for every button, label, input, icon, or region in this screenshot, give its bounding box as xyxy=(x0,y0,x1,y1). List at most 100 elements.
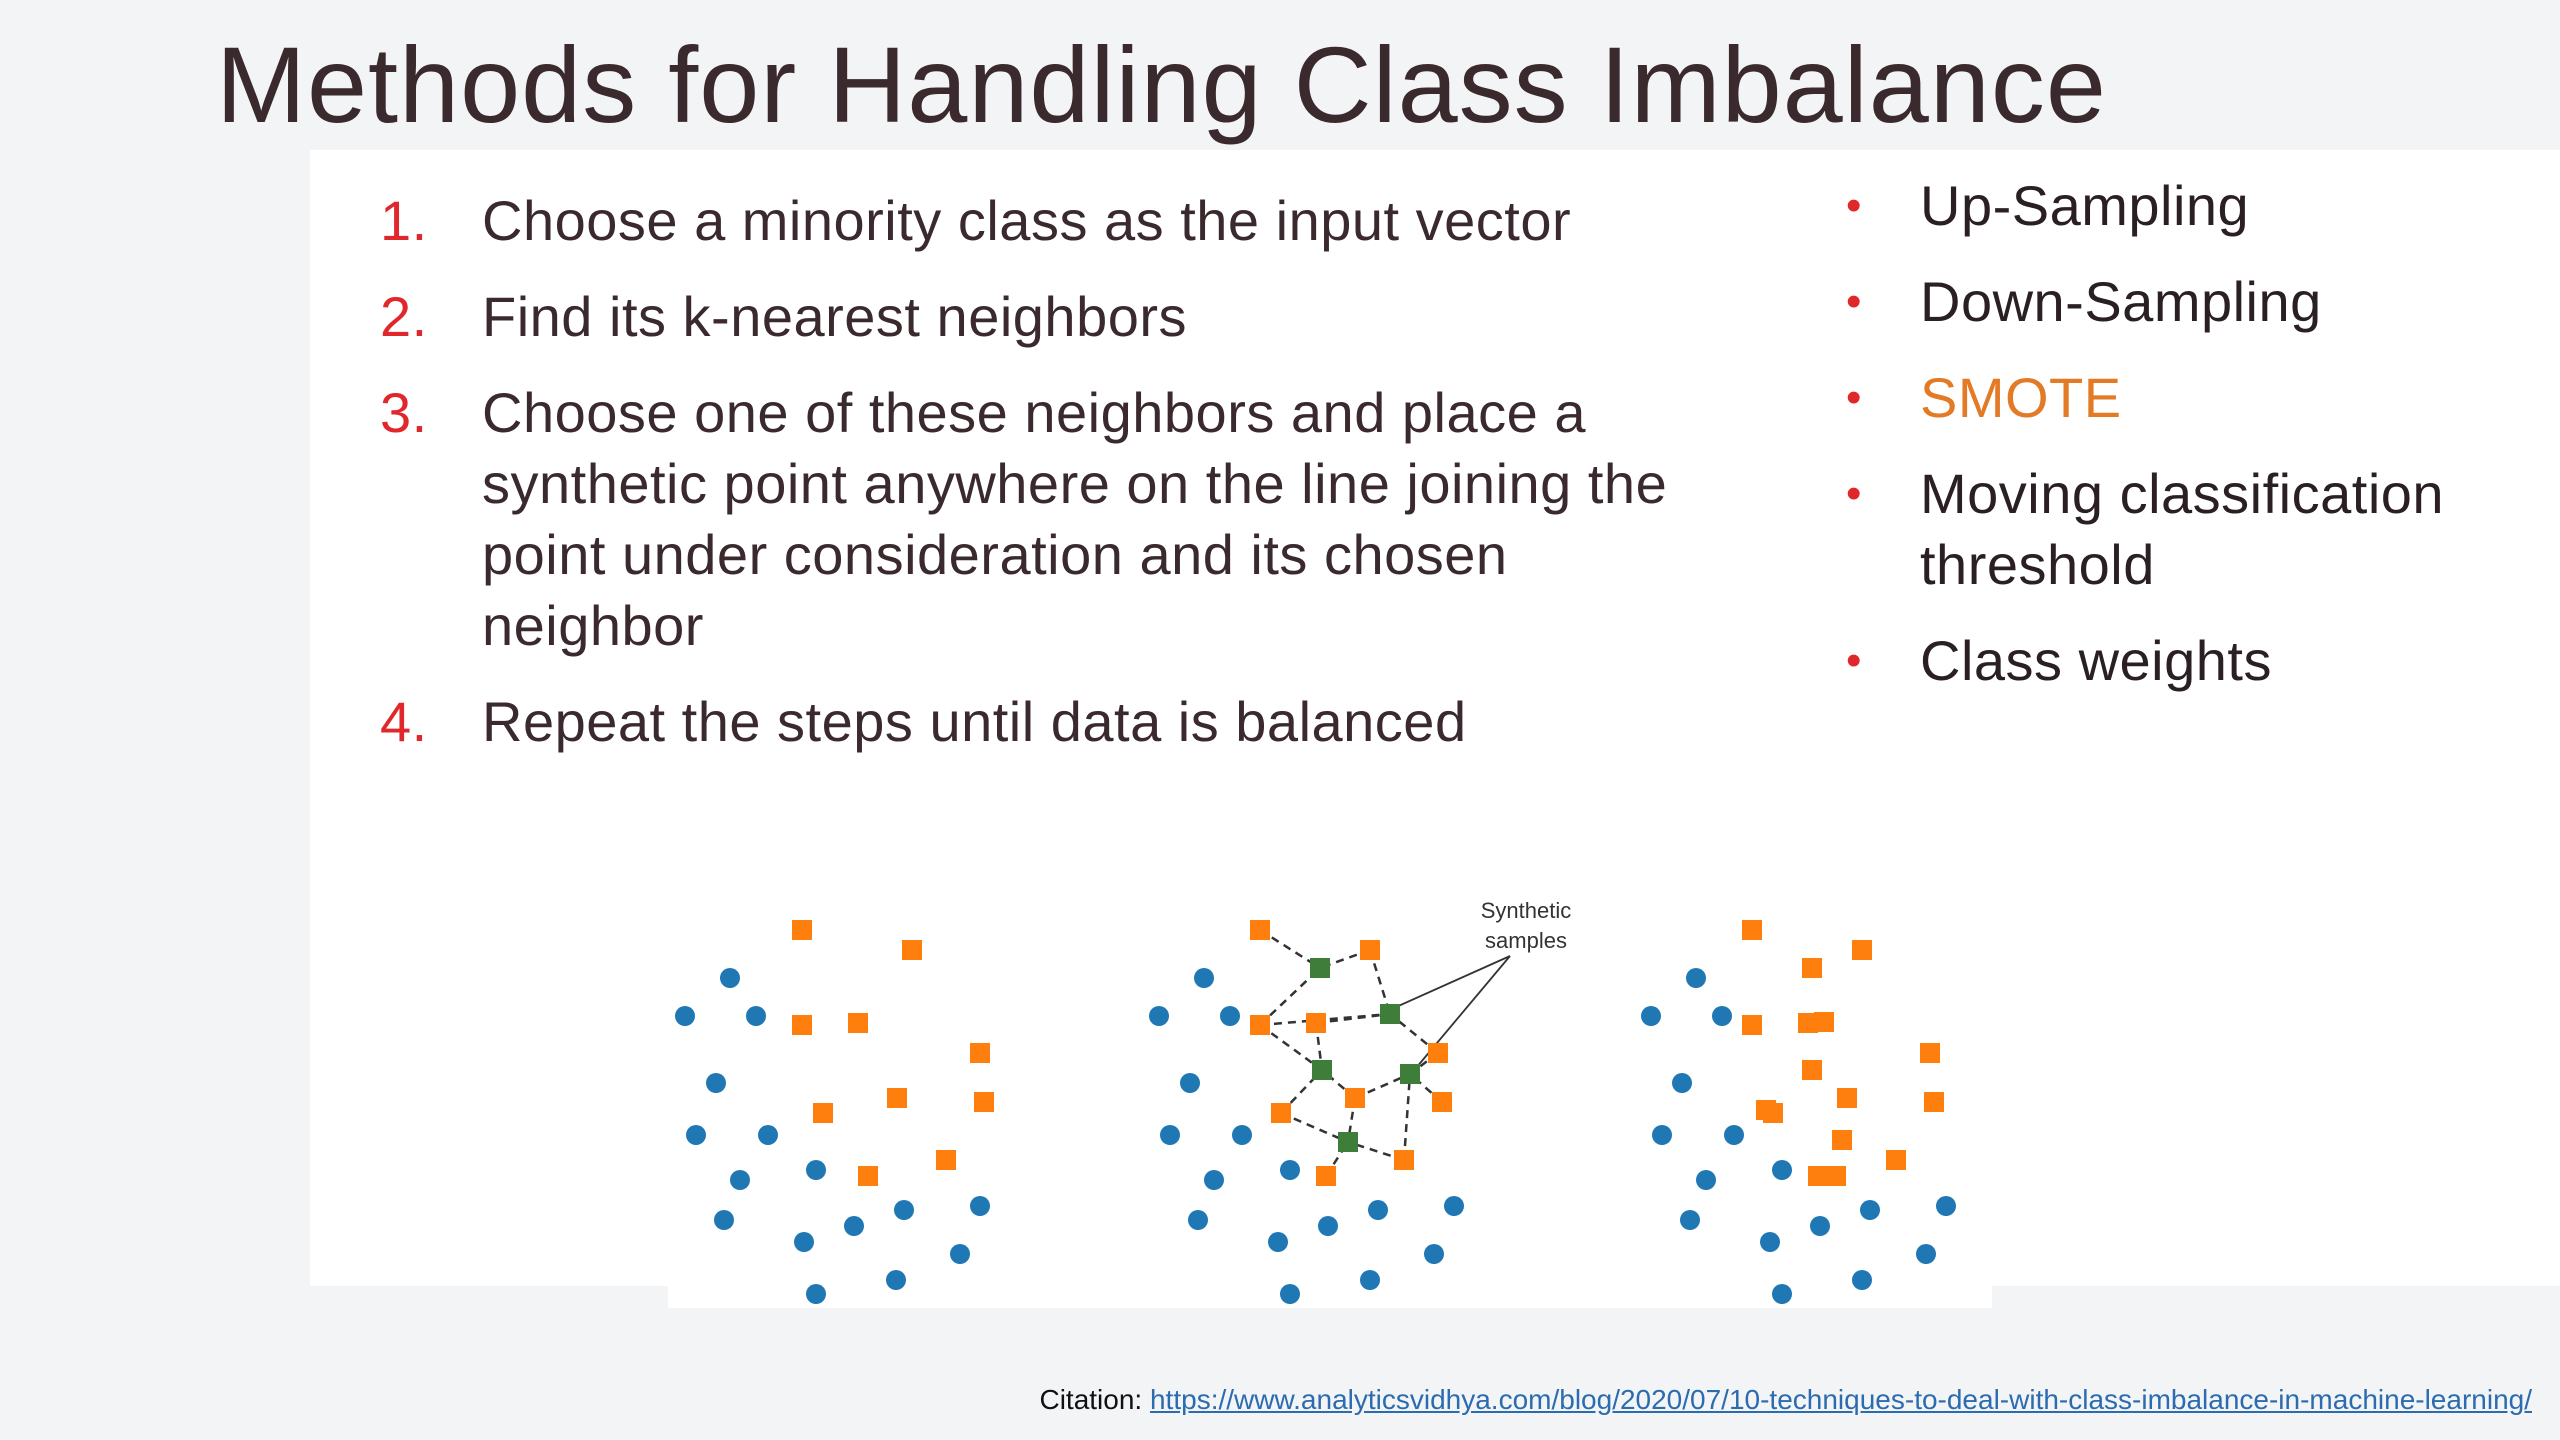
bullet-icon: • xyxy=(1846,469,1862,518)
minority-sample-point xyxy=(1428,1043,1448,1063)
majority-sample-point xyxy=(1424,1244,1444,1264)
minority-sample-point xyxy=(792,1015,812,1035)
citation-link[interactable]: https://www.analyticsvidhya.com/blog/202… xyxy=(1149,1384,2532,1415)
synthetic-sample-point xyxy=(1312,1060,1332,1080)
step-text: Choose one of these neighbors and place … xyxy=(482,381,1668,657)
method-item: • Down-Sampling xyxy=(1840,266,2560,337)
minority-sample-point xyxy=(1852,940,1872,960)
majority-sample-point xyxy=(1180,1073,1200,1093)
bullet-icon: • xyxy=(1846,277,1862,326)
minority-sample-point xyxy=(887,1088,907,1108)
majority-sample-point xyxy=(1712,1006,1732,1026)
minority-sample-point xyxy=(1826,1166,1846,1186)
slide-title: Methods for Handling Class Imbalance xyxy=(216,24,2107,145)
minority-sample-point xyxy=(1742,920,1762,940)
majority-sample-point xyxy=(1724,1125,1744,1145)
majority-sample-point xyxy=(714,1210,734,1230)
synthetic-samples-label: samples xyxy=(1485,928,1567,953)
minority-sample-point xyxy=(1250,1015,1270,1035)
majority-sample-point xyxy=(794,1232,814,1252)
minority-sample-point xyxy=(1360,940,1380,960)
majority-sample-point xyxy=(970,1196,990,1216)
synthetic-sample-point xyxy=(1400,1064,1420,1084)
majority-sample-point xyxy=(1680,1210,1700,1230)
methods-list: • Up-Sampling • Down-Sampling • SMOTE • … xyxy=(1840,170,2560,721)
neighbor-edge xyxy=(1280,1111,1349,1144)
step-text: Repeat the steps until data is balanced xyxy=(482,690,1467,753)
majority-sample-point xyxy=(675,1006,695,1026)
minority-sample-point xyxy=(1802,958,1822,978)
minority-sample-point xyxy=(1756,1100,1776,1120)
step-number: 3. xyxy=(380,381,428,444)
majority-sample-point xyxy=(1280,1160,1300,1180)
minority-sample-point xyxy=(1394,1150,1414,1170)
minority-sample-point xyxy=(1920,1043,1940,1063)
minority-sample-point xyxy=(1808,1166,1828,1186)
synthetic-sample-point xyxy=(1310,958,1330,978)
minority-sample-point xyxy=(1250,920,1270,940)
minority-sample-point xyxy=(858,1166,878,1186)
minority-sample-point xyxy=(1271,1103,1291,1123)
smote-step: 4. Repeat the steps until data is balanc… xyxy=(380,686,1720,757)
majority-sample-point xyxy=(1368,1200,1388,1220)
majority-sample-point xyxy=(1160,1125,1180,1145)
majority-sample-point xyxy=(1936,1196,1956,1216)
annotation-arrow xyxy=(1393,955,1511,1009)
minority-sample-point xyxy=(1814,1012,1834,1032)
minority-sample-point xyxy=(902,940,922,960)
smote-illustration-svg: Synthetic samples xyxy=(675,898,1956,1304)
method-label: Down-Sampling xyxy=(1920,270,2322,333)
neighbor-edge xyxy=(1354,1072,1411,1100)
method-label: Moving classification threshold xyxy=(1920,462,2445,596)
minority-sample-point xyxy=(792,920,812,940)
smote-step: 1. Choose a minority class as the input … xyxy=(380,185,1720,256)
minority-sample-point xyxy=(848,1013,868,1033)
majority-sample-point xyxy=(950,1244,970,1264)
minority-sample-point xyxy=(1924,1092,1944,1112)
majority-sample-point xyxy=(1641,1006,1661,1026)
bullet-icon: • xyxy=(1846,181,1862,230)
majority-sample-point xyxy=(1232,1125,1252,1145)
neighbor-edge xyxy=(1259,1023,1323,1072)
minority-sample-point xyxy=(1837,1088,1857,1108)
majority-sample-point xyxy=(746,1006,766,1026)
neighbor-edge xyxy=(1368,949,1392,1015)
majority-sample-point xyxy=(1149,1006,1169,1026)
neighbor-edge xyxy=(1315,1012,1391,1025)
neighbor-edge xyxy=(1389,1013,1439,1054)
minority-sample-point xyxy=(1432,1092,1452,1112)
majority-sample-point xyxy=(1280,1284,1300,1304)
majority-sample-point xyxy=(1268,1232,1288,1252)
majority-sample-point xyxy=(894,1200,914,1220)
bullet-icon: • xyxy=(1846,373,1862,422)
minority-sample-point xyxy=(813,1103,833,1123)
method-item-smote: • SMOTE xyxy=(1840,362,2560,433)
majority-sample-point xyxy=(758,1125,778,1145)
minority-sample-point xyxy=(1886,1150,1906,1170)
minority-sample-point xyxy=(936,1150,956,1170)
synthetic-sample-point xyxy=(1380,1004,1400,1024)
majority-sample-point xyxy=(844,1216,864,1236)
minority-sample-point xyxy=(1316,1166,1336,1186)
majority-sample-point xyxy=(806,1160,826,1180)
smote-illustration: Synthetic samples xyxy=(668,890,1992,1308)
method-item: • Moving classification threshold xyxy=(1840,458,2560,600)
majority-sample-point xyxy=(720,968,740,988)
minority-sample-point xyxy=(1345,1088,1365,1108)
minority-sample-point xyxy=(974,1092,994,1112)
smote-step: 2. Find its k-nearest neighbors xyxy=(380,281,1720,352)
majority-sample-point xyxy=(1652,1125,1672,1145)
method-label: Class weights xyxy=(1920,629,2272,692)
neighbor-edge xyxy=(1259,1012,1391,1027)
majority-sample-point xyxy=(1772,1284,1792,1304)
bullet-icon: • xyxy=(1846,636,1862,685)
majority-sample-point xyxy=(1204,1170,1224,1190)
majority-sample-point xyxy=(806,1284,826,1304)
smote-steps-list: 1. Choose a minority class as the input … xyxy=(380,185,1720,782)
majority-sample-point xyxy=(886,1270,906,1290)
majority-sample-point xyxy=(1860,1200,1880,1220)
step-text: Choose a minority class as the input vec… xyxy=(482,189,1572,252)
majority-sample-point xyxy=(1760,1232,1780,1252)
majority-sample-point xyxy=(1220,1006,1240,1026)
